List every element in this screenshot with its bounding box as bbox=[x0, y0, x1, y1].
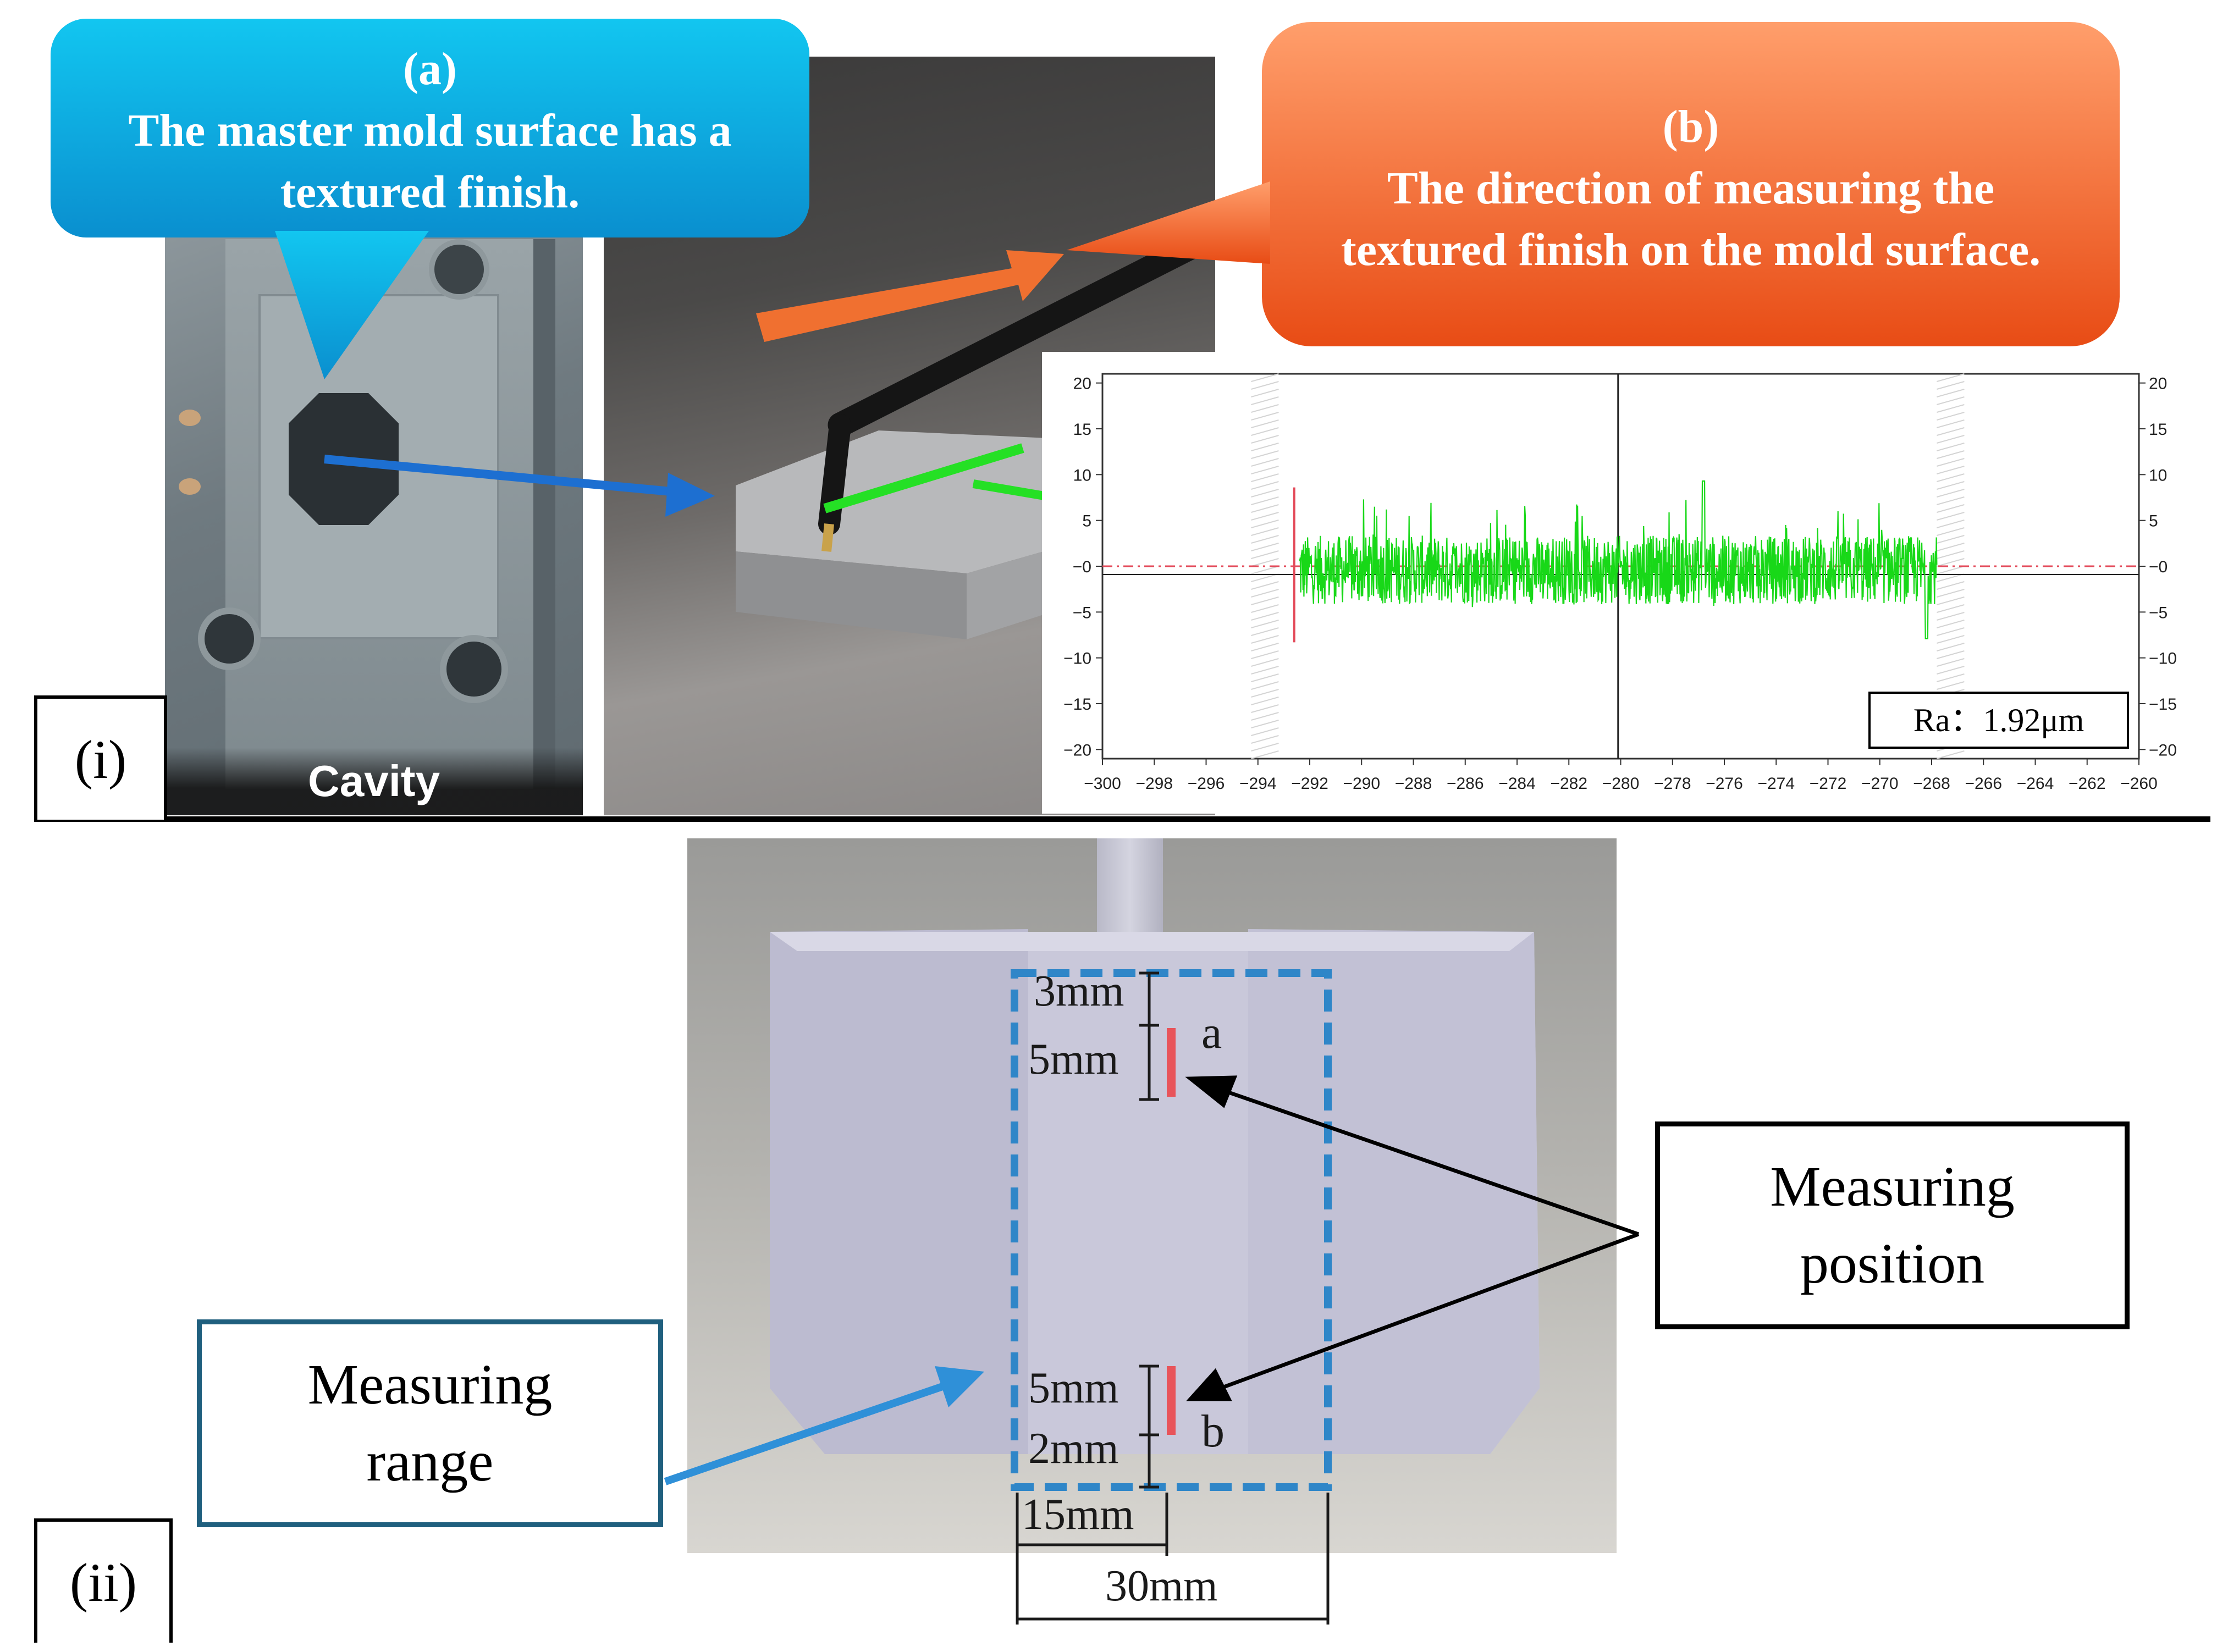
y-tick-label-left: −5 bbox=[1073, 604, 1091, 622]
x-tick-label: −300 bbox=[1084, 775, 1121, 793]
measuring-range-line1: Measuring bbox=[307, 1353, 553, 1416]
measuring-range-line2: range bbox=[366, 1430, 494, 1493]
y-tick-label-right: −0 bbox=[2149, 558, 2168, 576]
point-a-label: a bbox=[1201, 1007, 1222, 1058]
ra-value-label: Ra：1.92μm bbox=[1913, 702, 2084, 738]
measuring-range-box: Measuring range bbox=[197, 1319, 663, 1527]
y-tick-label-left: −15 bbox=[1063, 695, 1091, 714]
callout-shapes bbox=[34, 19, 2210, 822]
x-tick-label: −290 bbox=[1343, 775, 1380, 793]
panel-ii-label: (ii) bbox=[69, 1551, 137, 1613]
x-tick-label: −266 bbox=[1965, 775, 2002, 793]
y-tick-label-right: 15 bbox=[2149, 421, 2167, 439]
y-tick-label-right: 20 bbox=[2149, 375, 2167, 393]
x-tick-label: −288 bbox=[1395, 775, 1432, 793]
panel-ii-label-box: (ii) bbox=[34, 1518, 173, 1643]
y-tick-label-left: 15 bbox=[1073, 421, 1091, 439]
callout-a-tag: (a) bbox=[403, 43, 457, 95]
callout-a: (a) The master mold surface has a textur… bbox=[51, 38, 809, 223]
x-tick-label: −270 bbox=[1861, 775, 1899, 793]
x-tick-label: −284 bbox=[1498, 775, 1536, 793]
cavity-caption: Cavity bbox=[307, 756, 440, 805]
y-tick-label-right: −15 bbox=[2149, 695, 2177, 714]
x-tick-label: −260 bbox=[2120, 775, 2158, 793]
measuring-position-line2: position bbox=[1800, 1232, 1985, 1295]
y-tick-label-left: 10 bbox=[1073, 466, 1091, 484]
roughness-profile-chart: −300 −298 −296 −294 −292 −290 −288 −286 −284 −282… bbox=[1042, 352, 2194, 814]
y-tick-label-right: −10 bbox=[2149, 650, 2177, 668]
callout-a-line2: textured finish. bbox=[280, 167, 580, 218]
point-b-label: b bbox=[1201, 1406, 1225, 1457]
y-tick-label-right: 5 bbox=[2149, 512, 2158, 531]
hatch-zone-left bbox=[1251, 373, 1279, 759]
callout-a-line1: The master mold surface has a bbox=[128, 105, 732, 156]
x-tick-label: −286 bbox=[1447, 775, 1484, 793]
dim-30mm: 30mm bbox=[1105, 1562, 1218, 1610]
y-tick-label-left: −10 bbox=[1063, 650, 1091, 668]
mold-cavity-photo: Cavity bbox=[165, 228, 583, 815]
y-tick-label-right: −5 bbox=[2149, 604, 2168, 622]
roughness-signal-trace bbox=[1299, 480, 1938, 639]
y-tick-label-right: −20 bbox=[2149, 741, 2177, 759]
panel-i-label: (i) bbox=[74, 728, 127, 790]
y-tick-label-left: −0 bbox=[1073, 558, 1091, 576]
callout-b-line2: textured finish on the mold surface. bbox=[1341, 224, 2041, 275]
y-tick-label-right: 10 bbox=[2149, 466, 2167, 484]
y-tick-label-left: 5 bbox=[1082, 512, 1091, 531]
measuring-position-line1: Measuring bbox=[1770, 1155, 2015, 1218]
ra-value-box bbox=[1868, 692, 2129, 749]
x-tick-label: −298 bbox=[1135, 775, 1173, 793]
y-tick-label-left: 20 bbox=[1073, 375, 1091, 393]
dim-5mm-bottom: 5mm bbox=[1028, 1364, 1119, 1412]
callout-b: (b) The direction of measuring the textu… bbox=[1262, 96, 2120, 281]
x-tick-label: −268 bbox=[1913, 775, 1950, 793]
panel-i-label-box: (i) bbox=[34, 695, 167, 820]
callout-b-line1: The direction of measuring the bbox=[1387, 163, 1995, 214]
x-tick-label: −262 bbox=[2069, 775, 2106, 793]
x-tick-label: −294 bbox=[1239, 775, 1277, 793]
dim-5mm-top: 5mm bbox=[1028, 1035, 1119, 1084]
callout-b-tag: (b) bbox=[1662, 101, 1719, 152]
x-tick-label: −272 bbox=[1810, 775, 1847, 793]
x-tick-label: −274 bbox=[1757, 775, 1795, 793]
x-tick-label: −278 bbox=[1654, 775, 1691, 793]
x-tick-label: −292 bbox=[1291, 775, 1328, 793]
x-tick-label: −264 bbox=[2017, 775, 2054, 793]
x-tick-label: −276 bbox=[1706, 775, 1743, 793]
hatch-zone-right bbox=[1937, 373, 1965, 759]
y-tick-label-left: −20 bbox=[1063, 741, 1091, 759]
measuring-position-box: Measuring position bbox=[1655, 1121, 2130, 1329]
dim-2mm: 2mm bbox=[1028, 1424, 1119, 1473]
x-tick-label: −282 bbox=[1550, 775, 1587, 793]
dim-15mm: 15mm bbox=[1022, 1490, 1134, 1539]
x-tick-label: −280 bbox=[1602, 775, 1640, 793]
panel-ii-annotations bbox=[664, 969, 1640, 1625]
x-tick-label: −296 bbox=[1188, 775, 1225, 793]
dim-3mm: 3mm bbox=[1034, 967, 1124, 1015]
